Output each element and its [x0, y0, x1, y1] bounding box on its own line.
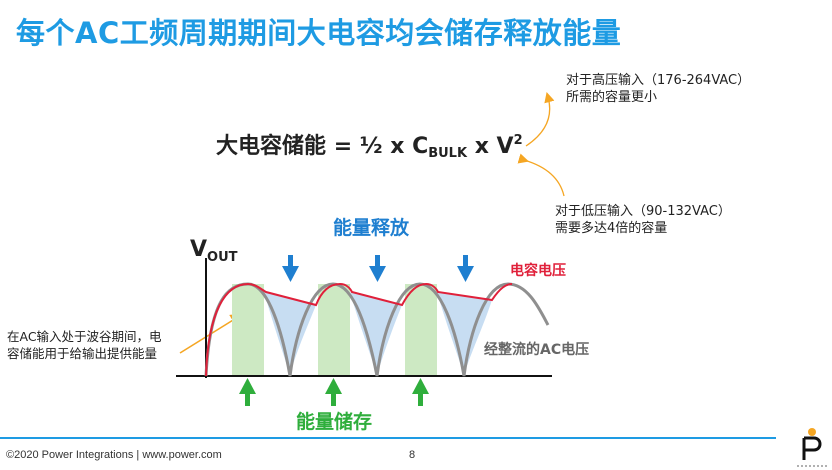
- store-arrow-2: [325, 378, 342, 406]
- y-axis-label: VOUT: [190, 237, 238, 265]
- release-region-1: [264, 292, 316, 375]
- note-low-line-1: 对于低压输入（90-132VAC）: [555, 204, 731, 219]
- store-arrow-3: [412, 378, 429, 406]
- note-high-line-1: 对于高压输入（176-264VAC）: [566, 73, 751, 88]
- note-high-line-2: 所需的容量更小: [566, 90, 658, 105]
- footer-divider: [0, 437, 776, 439]
- release-arrow-3: [457, 255, 474, 282]
- pointer-arrow-high: [525, 91, 555, 147]
- store-label: 能量储存: [296, 410, 372, 433]
- capacitor-voltage-label: 电容电压: [510, 262, 566, 279]
- release-region-2: [350, 292, 402, 375]
- release-label: 能量释放: [333, 216, 410, 239]
- page-title: 每个AC工频周期期间大电容均会储存释放能量: [16, 16, 622, 50]
- note-valley: 在AC输入处于波谷期间，电 容储能用于给输出提供能量: [7, 328, 162, 362]
- release-arrow-2: [369, 255, 386, 282]
- rectified-ac-label: 经整流的AC电压: [484, 341, 589, 358]
- formula-mid: x V: [467, 134, 514, 159]
- release-arrow-1: [282, 255, 299, 282]
- store-arrow-1: [239, 378, 256, 406]
- company-logo-icon: [797, 428, 827, 467]
- note-left-line-2: 容储能用于给输出提供能量: [7, 346, 158, 361]
- pointer-arrow-low: [517, 153, 565, 197]
- formula-sub: BULK: [428, 146, 468, 161]
- note-low-voltage: 对于低压输入（90-132VAC） 需要多达4倍的容量: [555, 203, 731, 237]
- formula-lhs: 大电容储能: [216, 134, 327, 159]
- store-region-3: [405, 284, 437, 375]
- store-region-2: [318, 284, 350, 375]
- energy-formula: 大电容储能 = ½ x CBULK x V2: [216, 128, 523, 161]
- note-high-voltage: 对于高压输入（176-264VAC） 所需的容量更小: [566, 72, 750, 106]
- capacitor-voltage-curve: [205, 282, 513, 377]
- store-region-1: [232, 284, 264, 375]
- footer-copyright: ©2020 Power Integrations | www.power.com: [6, 449, 222, 461]
- note-left-line-1: 在AC输入处于波谷期间，电: [7, 329, 162, 344]
- page-number: 8: [409, 449, 416, 461]
- release-region-3: [437, 292, 492, 375]
- formula-eq: = ½ x C: [333, 134, 429, 159]
- formula-sup: 2: [513, 133, 523, 148]
- note-low-line-2: 需要多达4倍的容量: [555, 221, 668, 236]
- rectified-ac-curve: [204, 282, 550, 377]
